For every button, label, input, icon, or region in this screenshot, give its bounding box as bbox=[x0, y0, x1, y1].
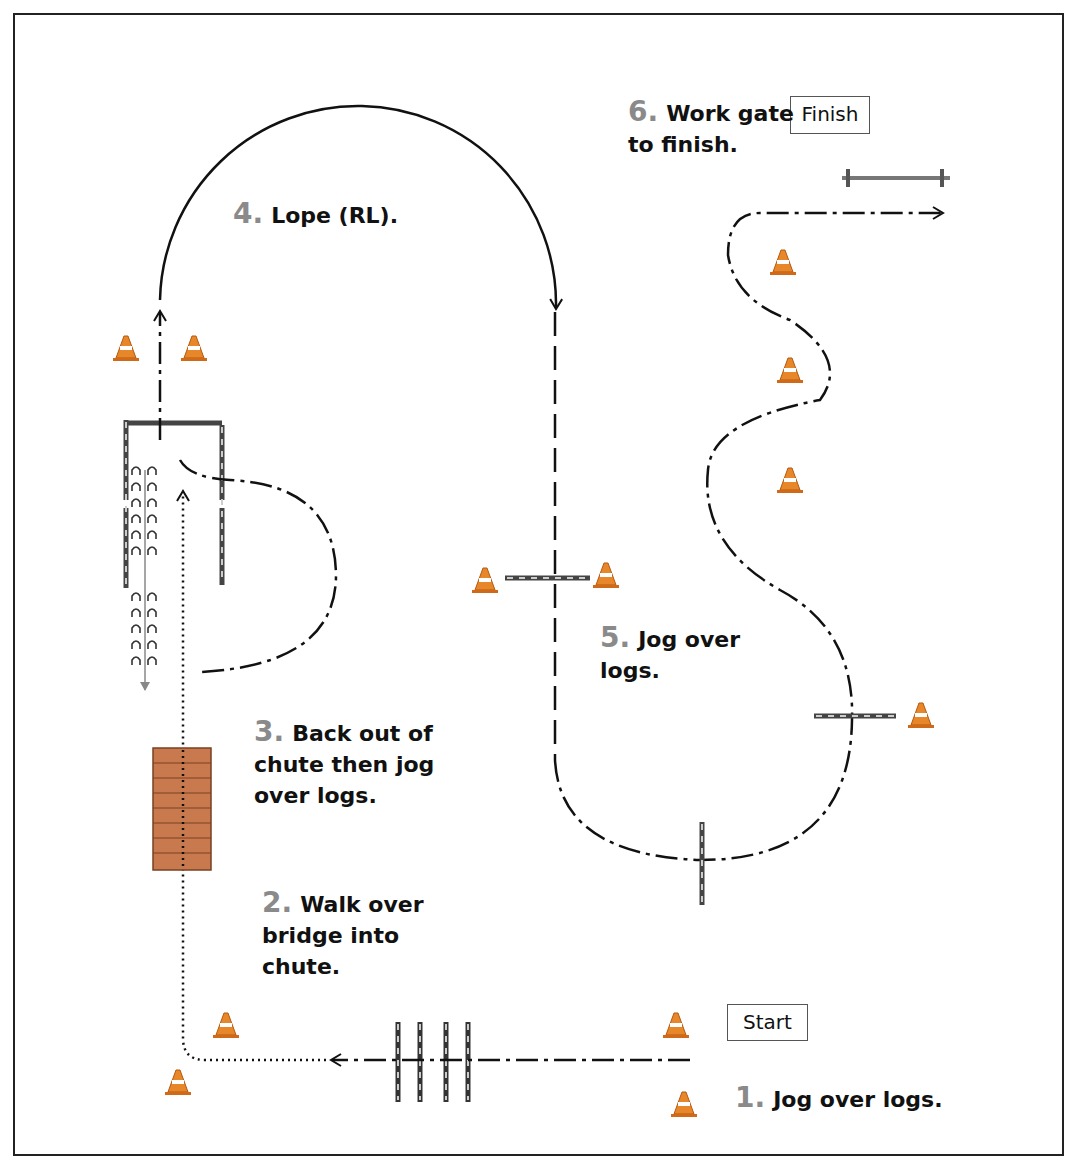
serpentine-path bbox=[555, 213, 942, 860]
track-mark bbox=[132, 657, 140, 665]
step-instruction: 6.Work gate to finish. bbox=[628, 96, 798, 160]
track-mark bbox=[132, 531, 140, 539]
track-mark bbox=[148, 499, 156, 507]
marker-text: Start bbox=[743, 1010, 792, 1034]
chute bbox=[126, 420, 222, 588]
step-number: 6. bbox=[628, 95, 658, 128]
bridge bbox=[153, 748, 211, 870]
marker-box: Finish bbox=[790, 96, 870, 134]
step-number: 5. bbox=[600, 621, 630, 654]
marker-text: Finish bbox=[802, 102, 859, 126]
step-number: 3. bbox=[254, 715, 284, 748]
jog-path bbox=[332, 1059, 690, 1062]
backing-arrow bbox=[144, 470, 146, 690]
lope-path bbox=[160, 106, 556, 308]
step-text: Jog over logs. bbox=[773, 1087, 942, 1112]
track-mark bbox=[132, 593, 140, 601]
step-instruction: 3.Back out of chute then jog over logs. bbox=[254, 716, 494, 811]
step5-logs bbox=[505, 578, 896, 905]
track-mark bbox=[132, 547, 140, 555]
step-instruction: 1. Jog over logs. bbox=[735, 1082, 1035, 1115]
track-mark bbox=[148, 593, 156, 601]
track-mark bbox=[148, 531, 156, 539]
cones bbox=[113, 250, 934, 1117]
turn-path bbox=[180, 460, 336, 672]
jog-path-5 bbox=[554, 312, 557, 760]
step-text: Lope (RL). bbox=[271, 203, 398, 228]
frame bbox=[14, 14, 1063, 1155]
track-mark bbox=[132, 625, 140, 633]
step-number: 2. bbox=[262, 886, 292, 919]
track-mark bbox=[148, 515, 156, 523]
track-mark bbox=[148, 609, 156, 617]
step-number: 4. bbox=[233, 197, 263, 230]
step-instruction: 5.Jog over logs. bbox=[600, 622, 800, 686]
track-mark bbox=[132, 641, 140, 649]
track-mark bbox=[148, 483, 156, 491]
step-instruction: 4. Lope (RL). bbox=[233, 198, 493, 231]
backing-tracks bbox=[132, 467, 156, 665]
track-mark bbox=[132, 467, 140, 475]
step1-logs bbox=[398, 1022, 468, 1102]
track-mark bbox=[132, 499, 140, 507]
track-mark bbox=[148, 547, 156, 555]
track-mark bbox=[132, 483, 140, 491]
step-instruction: 2.Walk over bridge into chute. bbox=[262, 887, 472, 982]
track-mark bbox=[148, 641, 156, 649]
exit-path bbox=[159, 312, 162, 440]
track-mark bbox=[132, 515, 140, 523]
step-number: 1. bbox=[735, 1081, 765, 1114]
track-mark bbox=[148, 657, 156, 665]
marker-box: Start bbox=[727, 1004, 808, 1041]
gate bbox=[842, 169, 950, 187]
track-mark bbox=[148, 625, 156, 633]
track-mark bbox=[148, 467, 156, 475]
track-mark bbox=[132, 609, 140, 617]
